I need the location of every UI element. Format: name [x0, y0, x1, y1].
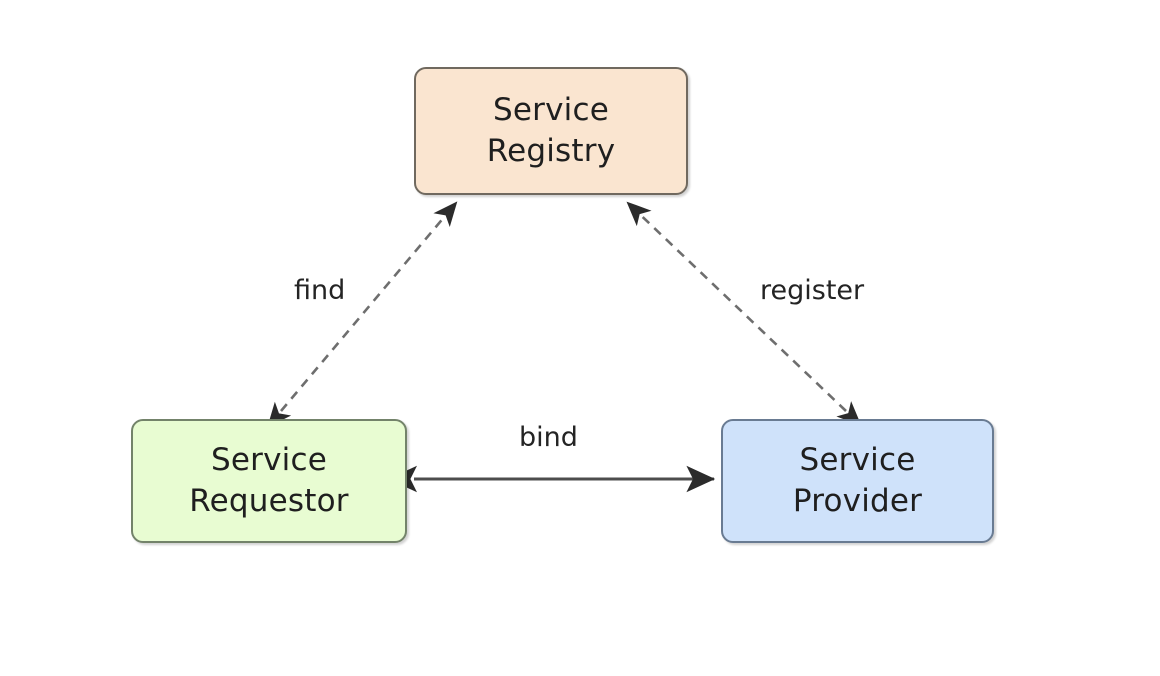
- edge-find: [267, 201, 458, 428]
- node-service-requestor-line-2: Requestor: [189, 483, 349, 519]
- node-service-provider-line-2: Provider: [792, 483, 923, 519]
- node-service-registry-line-1: Service: [493, 92, 609, 129]
- node-service-registry-line-2: Registry: [486, 133, 616, 169]
- node-service-provider-line-1: Service: [799, 442, 916, 479]
- edge-register: [626, 201, 862, 426]
- node-service-provider[interactable]: Service Provider: [721, 419, 994, 543]
- edge-label-bind: bind: [514, 421, 583, 454]
- node-service-registry[interactable]: Service Registry: [414, 67, 688, 195]
- edge-label-find: find: [289, 274, 351, 307]
- edge-label-register: register: [755, 274, 870, 307]
- node-service-requestor[interactable]: Service Requestor: [131, 419, 407, 543]
- node-service-requestor-line-1: Service: [211, 442, 327, 479]
